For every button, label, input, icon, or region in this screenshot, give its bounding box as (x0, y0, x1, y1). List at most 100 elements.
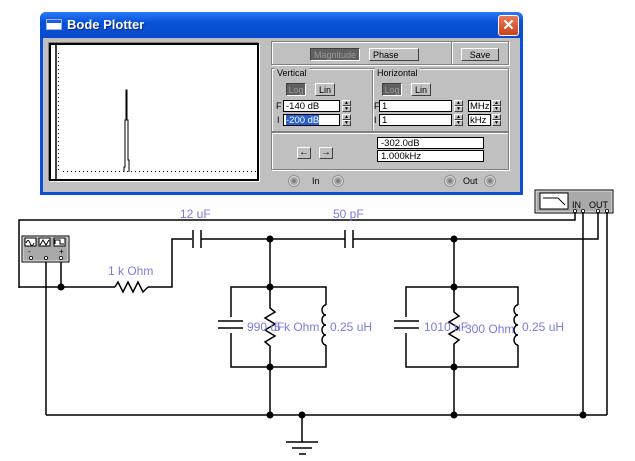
y-tick (58, 157, 59, 158)
x-tick (203, 171, 204, 172)
junction-node (266, 235, 274, 243)
y-tick (58, 53, 59, 54)
in-terminal-minus[interactable] (289, 176, 299, 186)
x-tick (103, 171, 104, 172)
x-tick (99, 171, 100, 172)
vertical-final-letter: F (276, 101, 282, 111)
y-tick (58, 61, 59, 62)
x-tick (215, 171, 216, 172)
wire-c2-to-out (353, 213, 599, 240)
resistor-300[interactable] (447, 287, 461, 367)
x-tick (151, 171, 152, 172)
bode-icon-screen (539, 192, 569, 210)
bode-out-label: OUT (589, 200, 609, 210)
vertical-initial-letter: I (277, 115, 280, 125)
horizontal-lin-button[interactable]: Lin (411, 83, 431, 96)
horizontal-final-unit[interactable]: MHz (468, 100, 491, 112)
junction-node (450, 235, 458, 243)
inductor-tank1[interactable] (321, 304, 327, 346)
y-tick (58, 81, 59, 82)
label-r-300: 300 Ohm (465, 322, 514, 336)
x-tick (75, 171, 76, 172)
label-c-50pf: 50 pF (333, 207, 364, 221)
label-r-1k: 1 k Ohm (108, 264, 153, 278)
mode-panel (271, 41, 509, 65)
y-tick (58, 113, 59, 114)
bode-in-label: IN (572, 200, 581, 210)
y-axis-ticks (58, 53, 59, 170)
y-tick (58, 93, 59, 94)
vertical-lin-button[interactable]: Lin (315, 83, 335, 96)
x-tick (67, 171, 68, 172)
window-icon (46, 19, 62, 30)
label-c-1010uf: 1010 uF (424, 320, 468, 334)
cursor-right-button[interactable]: → (319, 147, 333, 159)
y-tick (58, 117, 59, 118)
x-tick (107, 171, 108, 172)
x-tick (171, 171, 172, 172)
out-terminal-minus[interactable] (445, 176, 455, 186)
y-tick (58, 165, 59, 166)
horizontal-final-unit-spinner[interactable]: ▲▼ (492, 100, 501, 113)
title-bar[interactable]: Bode Plotter ✕ (40, 12, 523, 38)
wire-r1-to-c1 (148, 238, 192, 288)
function-generator[interactable]: - + (21, 235, 70, 263)
x-tick (239, 171, 240, 172)
out-terminal-plus[interactable] (485, 176, 495, 186)
horizontal-initial-unit[interactable]: kHz (468, 114, 491, 126)
phase-button[interactable]: Phase (369, 48, 419, 61)
junction-node (298, 411, 306, 419)
bode-plot-display (49, 43, 259, 181)
bode-plotter-instrument[interactable]: IN OUT (534, 189, 614, 214)
horizontal-initial-letter: I (374, 115, 377, 125)
x-tick (83, 171, 84, 172)
vertical-log-button[interactable]: Log (286, 83, 306, 96)
horizontal-log-button[interactable]: Log (382, 83, 402, 96)
x-tick (95, 171, 96, 172)
wire-tank2-bottom (405, 333, 519, 368)
y-tick (58, 85, 59, 86)
resistor-1k[interactable] (114, 280, 149, 294)
x-tick (159, 171, 160, 172)
horizontal-final-input[interactable]: 1 (379, 100, 452, 112)
magnitude-button[interactable]: Magnitude (310, 48, 360, 61)
x-tick (251, 171, 252, 172)
x-tick (191, 171, 192, 172)
x-tick (243, 171, 244, 172)
junction-node (266, 411, 274, 419)
junction-node (57, 283, 65, 291)
horizontal-final-letter: F (374, 101, 380, 111)
vertical-initial-input[interactable]: -200 dB (283, 114, 340, 126)
y-tick (58, 57, 59, 58)
y-tick (58, 129, 59, 130)
x-tick (175, 171, 176, 172)
cursor-left-button[interactable]: ← (297, 147, 311, 159)
y-tick (58, 137, 59, 138)
horizontal-initial-input[interactable]: 1 (379, 114, 452, 126)
x-tick (199, 171, 200, 172)
x-tick (231, 171, 232, 172)
vertical-final-spinner[interactable]: ▲▼ (342, 100, 351, 113)
resistor-5k[interactable] (263, 287, 277, 367)
x-tick (111, 171, 112, 172)
x-tick (155, 171, 156, 172)
vertical-label: Vertical (275, 68, 309, 78)
label-l-tank1: 0.25 uH (330, 320, 372, 334)
vertical-initial-spinner[interactable]: ▲▼ (342, 114, 351, 127)
fgen-plus-label: + (59, 247, 64, 256)
x-tick (227, 171, 228, 172)
vertical-final-input[interactable]: -140 dB (283, 100, 340, 112)
close-button[interactable]: ✕ (498, 15, 519, 36)
save-button[interactable]: Save (461, 48, 499, 61)
horizontal-initial-unit-spinner[interactable]: ▲▼ (492, 114, 501, 127)
y-tick (58, 97, 59, 98)
inductor-tank2[interactable] (513, 304, 519, 346)
horizontal-final-spinner[interactable]: ▲▼ (454, 100, 463, 113)
wire-tank1-bottom (230, 333, 327, 368)
in-label: In (312, 176, 320, 186)
horizontal-label: Horizontal (375, 68, 420, 78)
horizontal-initial-spinner[interactable]: ▲▼ (454, 114, 463, 127)
y-tick (58, 69, 59, 70)
wire-tank2-top (405, 286, 519, 317)
in-terminal-plus[interactable] (333, 176, 343, 186)
